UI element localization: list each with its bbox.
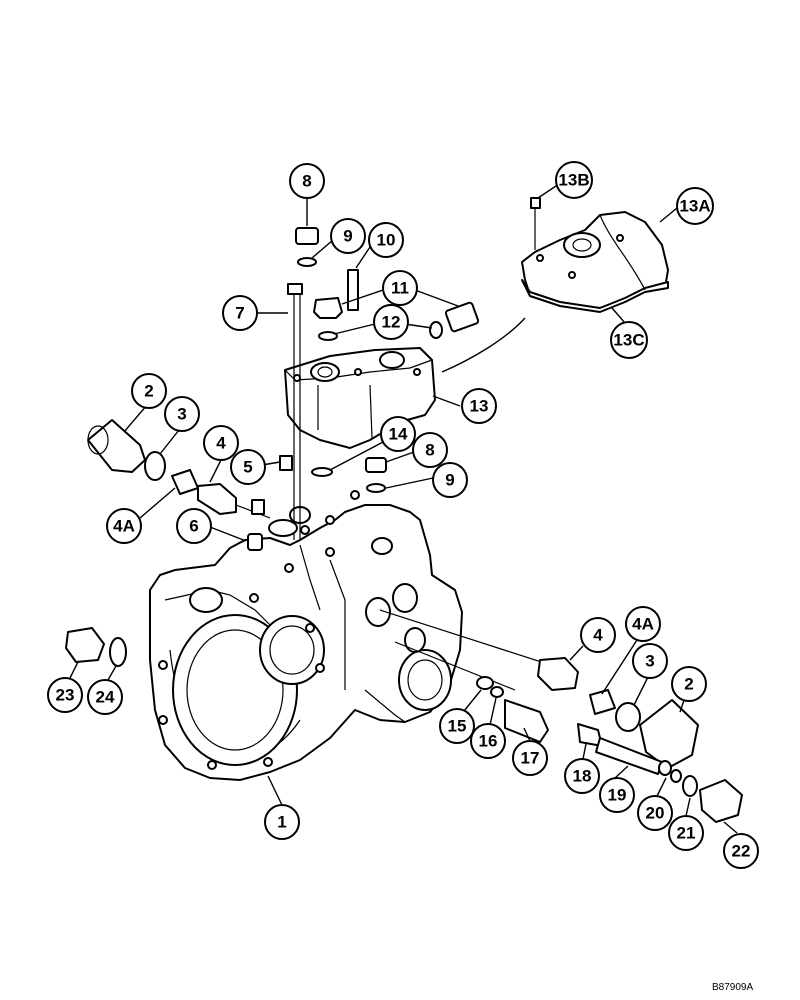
callout-9-top: 9 [330,218,366,254]
svg-text:23: 23 [56,686,75,705]
callout-9-lower: 9 [432,462,468,498]
svg-text:21: 21 [677,824,696,843]
callout-13A: 13A [676,187,714,225]
callout-4A-right: 4A [625,606,661,642]
svg-text:20: 20 [646,804,665,823]
svg-text:7: 7 [235,304,244,323]
svg-text:13B: 13B [558,171,589,190]
callout-16: 16 [470,723,506,759]
callout-10: 10 [368,222,404,258]
callout-11: 11 [382,270,418,306]
svg-text:17: 17 [521,749,540,768]
svg-text:10: 10 [377,231,396,250]
leader-lines [69,185,738,834]
callout-18: 18 [564,758,600,794]
svg-text:5: 5 [243,458,252,477]
callout-2-right: 2 [671,666,707,702]
callout-21: 21 [668,815,704,851]
callout-12: 12 [373,304,409,340]
callout-24: 24 [87,679,123,715]
svg-text:13: 13 [470,397,489,416]
callout-4A-left: 4A [106,508,142,544]
callout-13: 13 [461,388,497,424]
svg-text:8: 8 [425,441,434,460]
svg-text:13A: 13A [679,197,710,216]
svg-text:4A: 4A [113,517,135,536]
svg-text:24: 24 [96,688,115,707]
cover-assembly [441,211,669,373]
svg-text:4A: 4A [632,615,654,634]
callout-13B: 13B [555,161,593,199]
svg-text:22: 22 [732,842,751,861]
callout-23: 23 [47,677,83,713]
svg-text:19: 19 [608,786,627,805]
small-parts-right [379,609,743,823]
callouts: 1 2 2 3 3 4 4 4A 4A 5 6 7 8 8 9 9 10 11 … [47,161,759,869]
callout-17: 17 [512,740,548,776]
main-housing [149,490,463,781]
callout-19: 19 [599,777,635,813]
callout-1: 1 [264,804,300,840]
svg-text:11: 11 [391,279,409,298]
callout-4-right: 4 [580,617,616,653]
callout-6: 6 [176,508,212,544]
callout-3-left: 3 [164,396,200,432]
svg-text:3: 3 [177,405,186,424]
svg-text:3: 3 [645,652,654,671]
callout-3-right: 3 [632,643,668,679]
callout-20: 20 [637,795,673,831]
callout-7: 7 [222,295,258,331]
svg-text:14: 14 [389,425,408,444]
callout-8-top: 8 [289,163,325,199]
small-parts-top [287,197,541,540]
svg-text:13C: 13C [613,331,644,350]
callout-13C: 13C [610,321,648,359]
svg-text:18: 18 [573,767,592,786]
svg-text:1: 1 [277,813,286,832]
callout-8-lower: 8 [412,432,448,468]
callout-2-left: 2 [131,373,167,409]
small-parts-left [65,419,298,667]
svg-text:2: 2 [684,675,693,694]
svg-text:15: 15 [448,717,467,736]
callout-15: 15 [439,708,475,744]
svg-text:4: 4 [593,626,603,645]
callout-14: 14 [380,416,416,452]
svg-text:6: 6 [189,517,198,536]
svg-text:9: 9 [445,471,454,490]
svg-text:9: 9 [343,227,352,246]
svg-text:12: 12 [382,313,401,332]
svg-text:16: 16 [479,732,498,751]
svg-text:4: 4 [216,434,226,453]
callout-22: 22 [723,833,759,869]
callout-4-left: 4 [203,425,239,461]
svg-text:8: 8 [302,172,311,191]
callout-5: 5 [230,449,266,485]
drawing-code: B87909A [712,982,754,993]
svg-text:2: 2 [144,382,153,401]
